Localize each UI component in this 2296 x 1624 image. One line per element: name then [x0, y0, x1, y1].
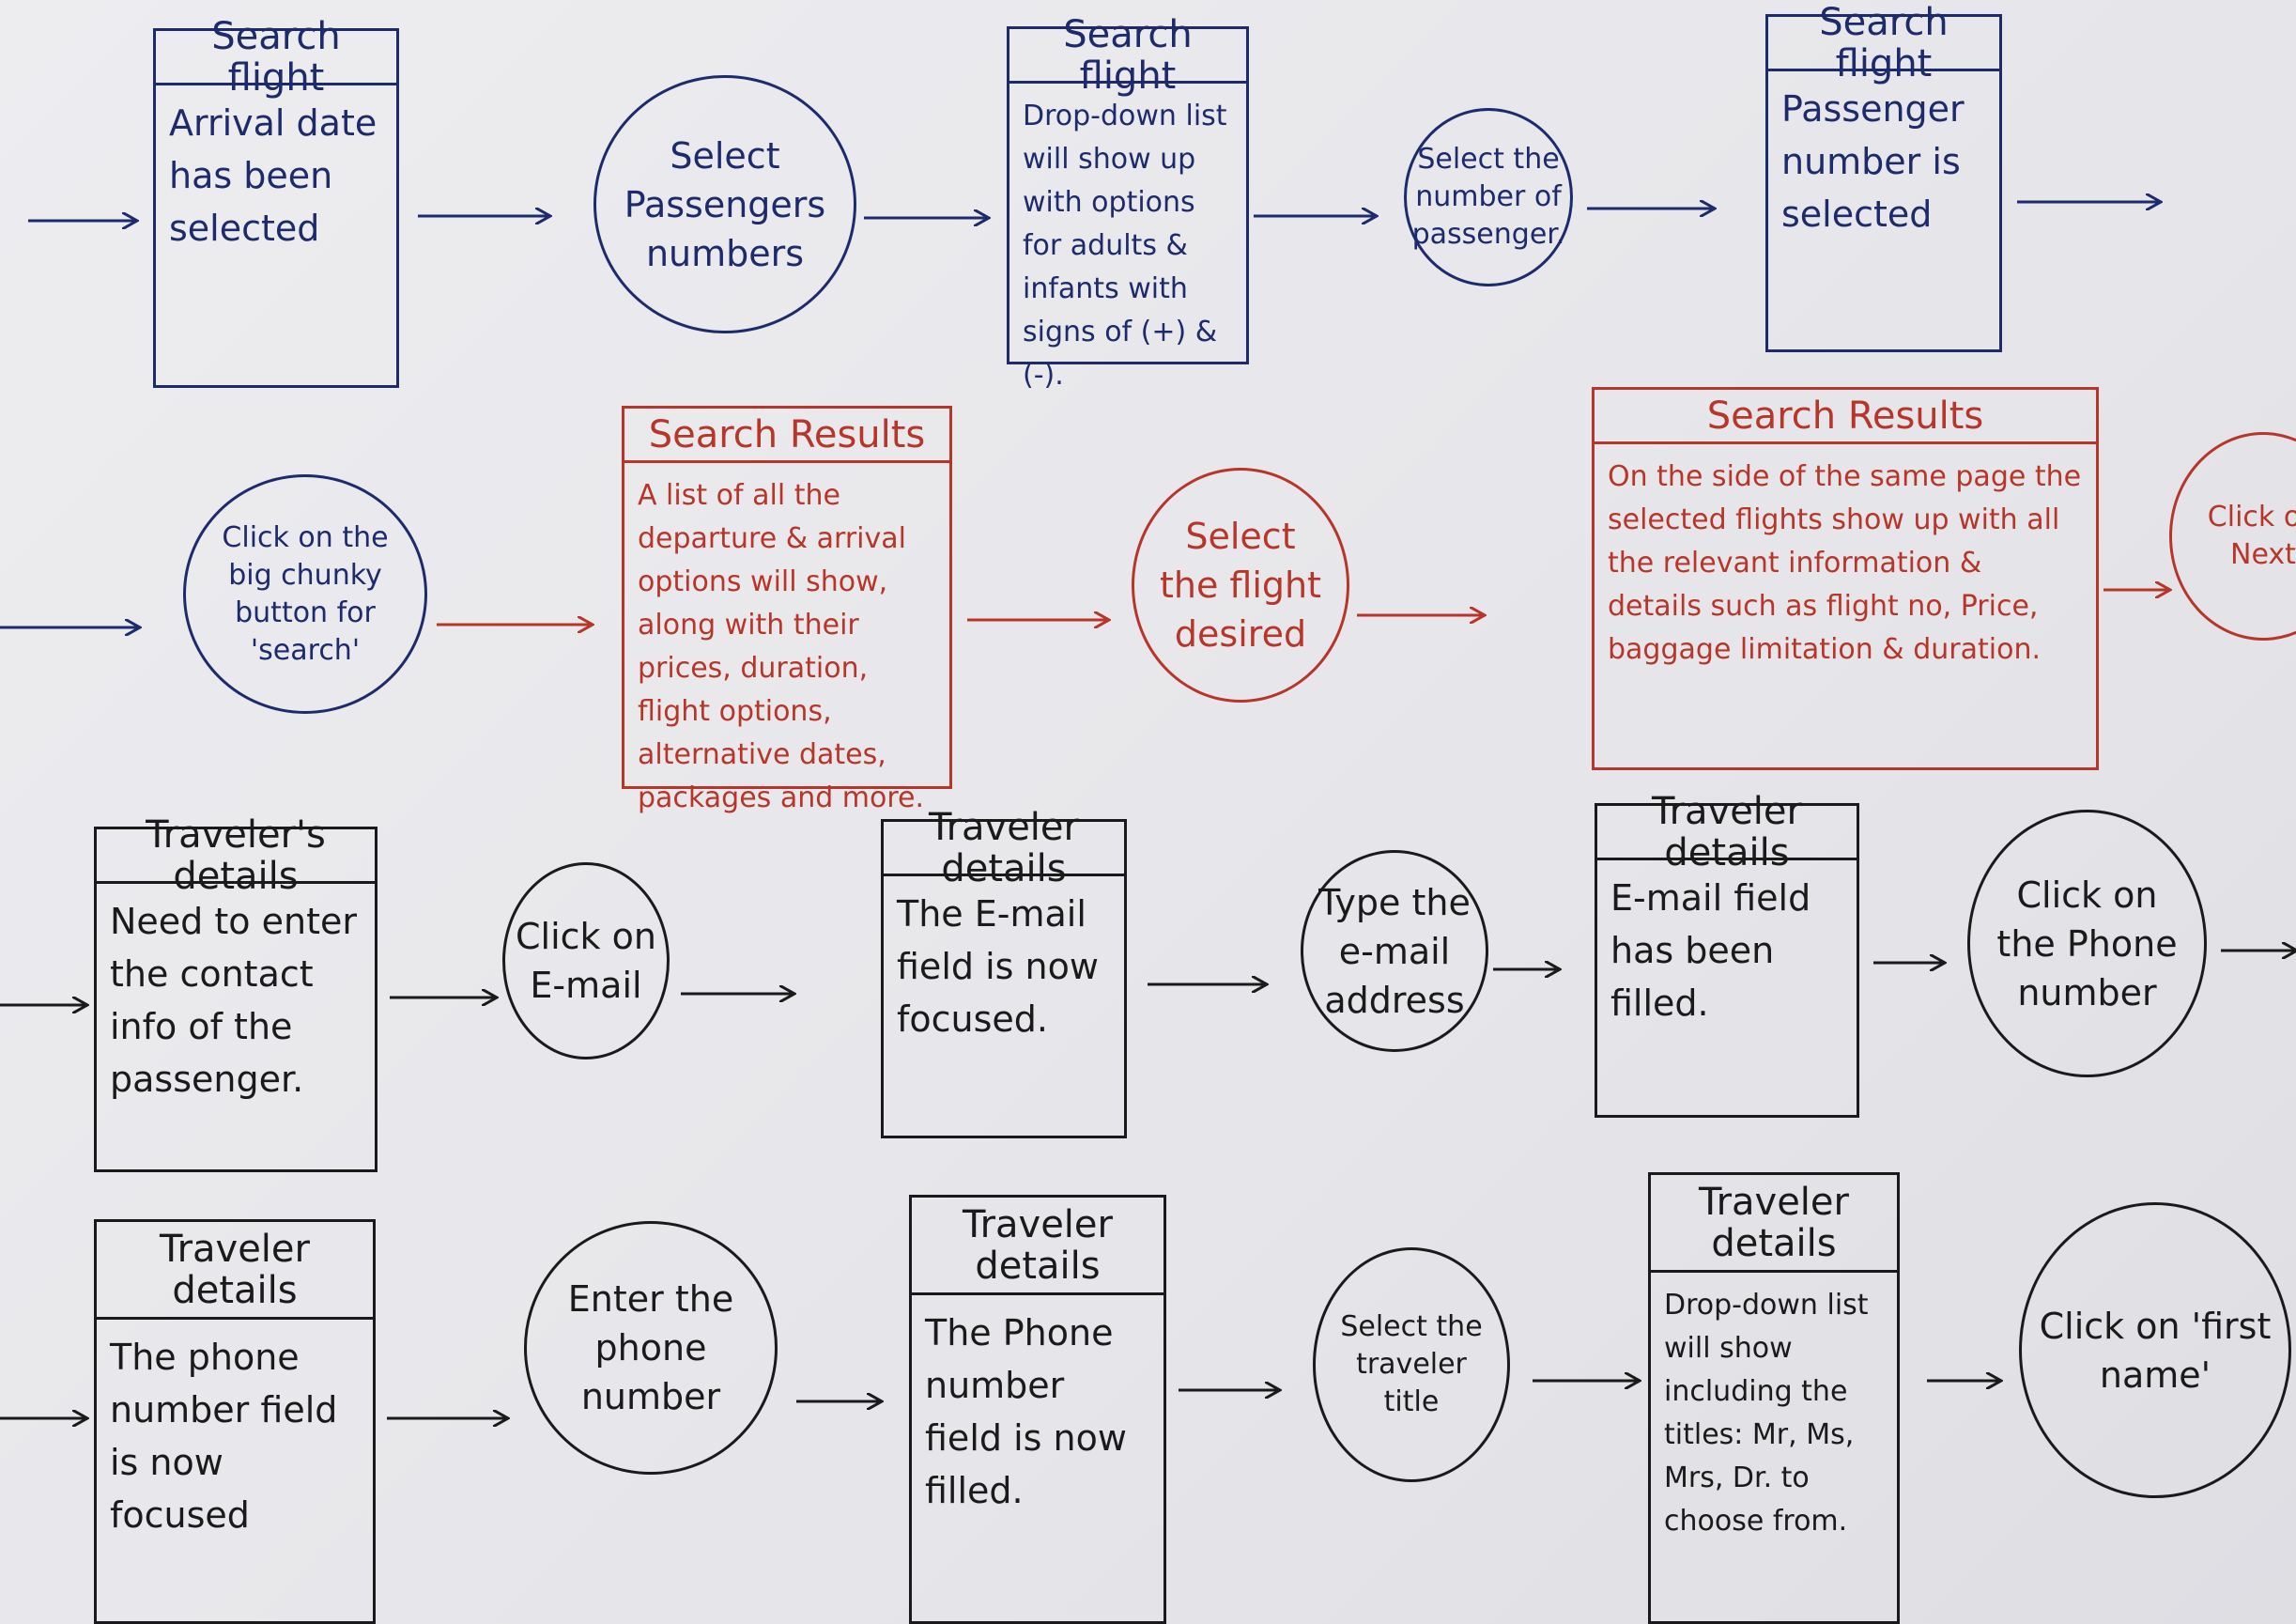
- node-r3-n2: Traveler details The Phone number field …: [909, 1195, 1166, 1624]
- box-title: Search Results: [1595, 390, 2096, 444]
- circle-text: Select the number of passenger.: [1411, 143, 1565, 251]
- node-r2-n3: Type the e-mail address: [1301, 850, 1488, 1052]
- node-r2-n2: Traveler details The E-mail field is now…: [881, 807, 1127, 1138]
- node-r2-n5: Click on the Phone number: [1967, 810, 2207, 1077]
- box-text: Drop-down list will show up with options…: [1023, 100, 1227, 392]
- box-text: The phone number field is now focused: [110, 1337, 338, 1536]
- node-r0-n0: Search flight Arrival date has been sele…: [153, 16, 399, 388]
- box-text: E-mail field has been filled.: [1610, 877, 1811, 1024]
- box-title: Traveler details: [1597, 791, 1857, 874]
- node-r0-n4: Search flight Passenger number is select…: [1765, 2, 2002, 352]
- node-r2-n0: Traveler's details Need to enter the con…: [94, 814, 378, 1172]
- box-text: The E-mail field is now focused.: [897, 893, 1099, 1040]
- node-r3-n1: Enter the phone number: [524, 1221, 778, 1475]
- box-title: Search flight: [1009, 14, 1246, 97]
- node-r3-n0: Traveler details The phone number field …: [94, 1219, 376, 1624]
- circle-text: Click on the big chunky button for 'sear…: [222, 520, 389, 667]
- circle-text: Click on E-mail: [516, 916, 656, 1006]
- box-text: On the side of the same page the selecte…: [1608, 460, 2082, 666]
- box-text: Arrival date has been selected: [169, 102, 378, 249]
- node-r1-n1: Search Results A list of all the departu…: [622, 406, 952, 814]
- box-title: Traveler details: [912, 1198, 1163, 1295]
- box-title: Traveler details: [884, 807, 1124, 889]
- node-r3-n4: Traveler details Drop-down list will sho…: [1648, 1172, 1900, 1624]
- node-r0-n1: Select Passengers numbers: [593, 75, 856, 333]
- box-title: Traveler details: [97, 1222, 373, 1320]
- node-r2-n4: Traveler details E-mail field has been f…: [1595, 791, 1859, 1118]
- circle-text: Select Passengers numbers: [624, 134, 826, 274]
- box-title: Traveler's details: [97, 814, 375, 897]
- box-text: Passenger number is selected: [1781, 88, 1965, 235]
- circle-text: Select the flight desired: [1159, 516, 1322, 655]
- node-r0-n2: Search flight Drop-down list will show u…: [1007, 14, 1249, 392]
- node-r1-n0: Click on the big chunky button for 'sear…: [183, 474, 427, 714]
- box-title: Search Results: [624, 409, 949, 463]
- box-text: Need to enter the contact info of the pa…: [110, 901, 357, 1100]
- circle-text: Click on Next: [2207, 501, 2296, 571]
- node-r1-n2: Select the flight desired: [1132, 468, 1349, 703]
- circle-text: Type the e-mail address: [1318, 881, 1471, 1021]
- node-r0-n3: Select the number of passenger.: [1404, 108, 1573, 286]
- box-title: Search flight: [156, 16, 396, 99]
- node-r2-n1: Click on E-mail: [502, 862, 670, 1059]
- box-text: The Phone number field is now filled.: [925, 1312, 1127, 1511]
- circle-text: Click on 'first name': [2039, 1305, 2272, 1396]
- box-title: Search flight: [1768, 2, 1999, 85]
- box-title: Traveler details: [1651, 1175, 1897, 1273]
- node-r1-n4: Click on Next: [2169, 432, 2296, 641]
- box-text: Drop-down list will show including the t…: [1664, 1289, 1869, 1538]
- circle-text: Enter the phone number: [567, 1278, 734, 1417]
- circle-text: Click on the Phone number: [1996, 874, 2178, 1013]
- node-r3-n5: Click on 'first name': [2019, 1202, 2291, 1498]
- circle-text: Select the traveler title: [1340, 1310, 1483, 1418]
- node-r3-n3: Select the traveler title: [1313, 1247, 1510, 1482]
- node-r1-n3: Search Results On the side of the same p…: [1592, 387, 2099, 770]
- box-text: A list of all the departure & arrival op…: [638, 479, 925, 814]
